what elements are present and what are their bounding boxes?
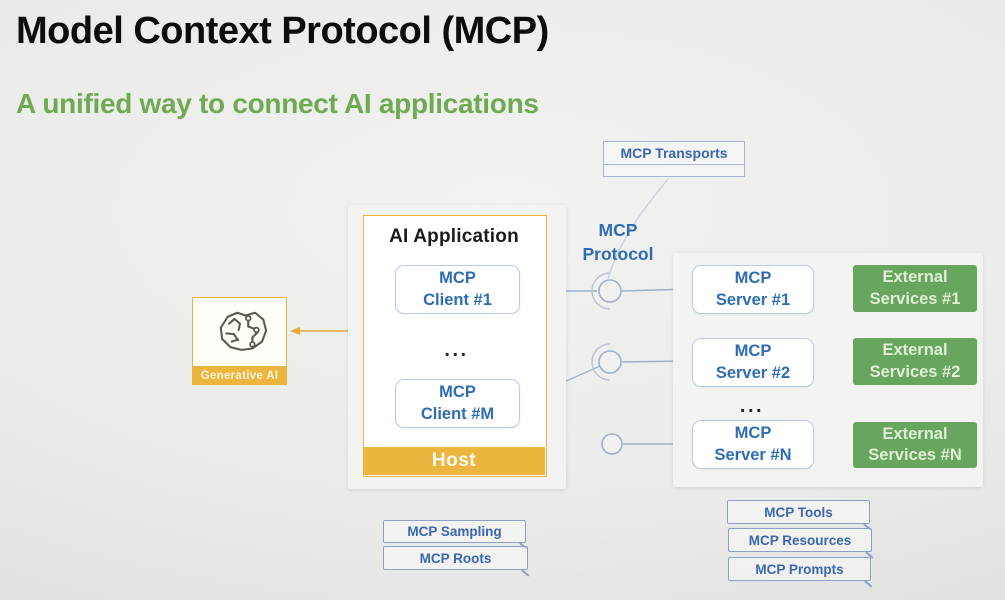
ai-application-box <box>363 215 547 477</box>
mcp-sampling-tag: MCP Sampling <box>383 520 526 543</box>
external-services-2-box: External Services #2 <box>853 338 977 385</box>
ai-application-title: AI Application <box>389 226 519 247</box>
mcp-transports-label: MCP Transports <box>604 142 744 165</box>
mcp-roots-tag: MCP Roots <box>383 546 528 570</box>
generative-ai-label: Generative AI <box>192 367 287 385</box>
page-subtitle: A unified way to connect AI applications <box>16 88 539 119</box>
mcp-tools-tag: MCP Tools <box>727 500 870 524</box>
page-title: Model Context Protocol (MCP) <box>16 10 549 52</box>
servers-ellipsis: ... <box>739 395 765 417</box>
mcp-resources-tag: MCP Resources <box>728 528 872 552</box>
mcp-server-2-box: MCP Server #2 <box>692 338 814 387</box>
mcp-server-n-box: MCP Server #N <box>692 420 814 469</box>
brain-circuit-icon <box>219 311 267 351</box>
mcp-client-1-box: MCP Client #1 <box>395 265 520 314</box>
mcp-prompts-tag: MCP Prompts <box>728 557 871 581</box>
clients-ellipsis: ... <box>444 339 469 361</box>
generative-ai-box <box>192 297 287 367</box>
external-services-n-box: External Services #N <box>853 422 977 468</box>
external-services-1-box: External Services #1 <box>853 265 977 312</box>
mcp-server-1-box: MCP Server #1 <box>692 265 814 314</box>
mcp-transports-tag: MCP Transports <box>603 141 745 177</box>
host-bar: Host <box>363 447 545 475</box>
mcp-client-m-box: MCP Client #M <box>395 379 520 428</box>
mcp-protocol-label: MCP Protocol <box>582 220 654 264</box>
